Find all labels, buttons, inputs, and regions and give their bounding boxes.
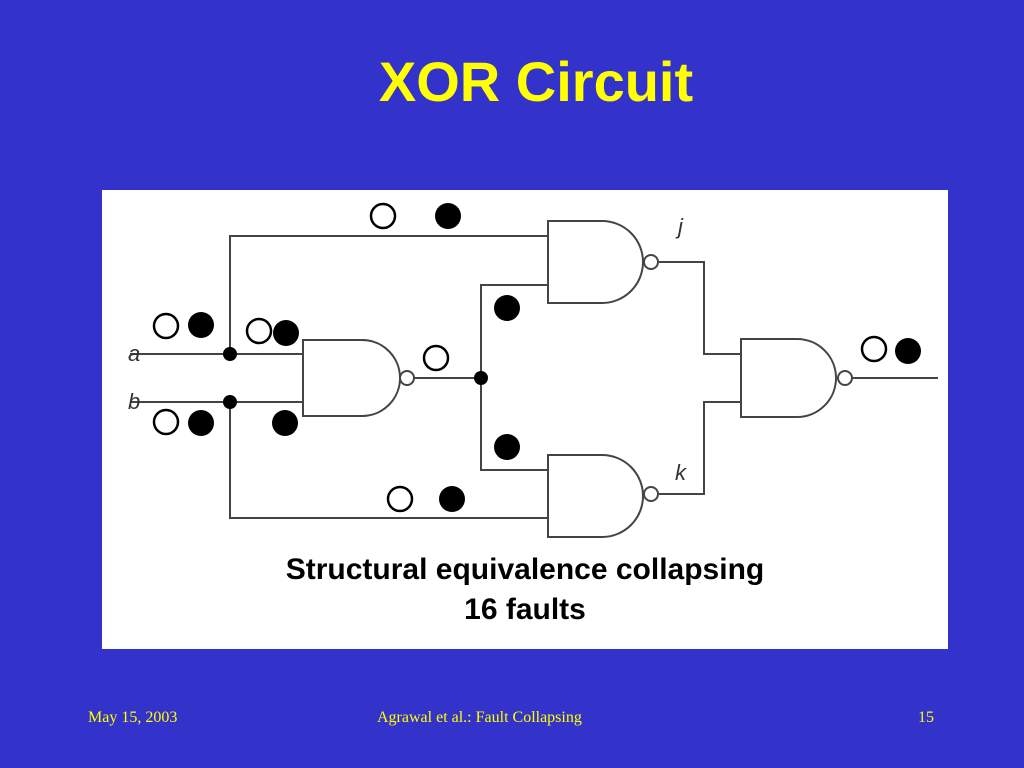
open-fault-markers	[152, 202, 888, 513]
fault-open-marker	[386, 485, 414, 513]
footer-date: May 15, 2003	[88, 709, 178, 726]
fault-open-marker	[152, 312, 180, 340]
fault-filled-marker	[494, 295, 520, 321]
nand-gate-middle	[302, 339, 401, 417]
input-label-a: a	[128, 341, 140, 366]
wire-b-branch	[229, 402, 547, 519]
wire-k	[658, 401, 740, 495]
nand-bubble-k	[643, 486, 659, 502]
nand-gate-j	[547, 220, 644, 304]
caption-line-1: Structural equivalence collapsing	[285, 553, 765, 586]
node-label-k: k	[675, 460, 687, 485]
fault-filled-marker	[439, 486, 465, 512]
node-label-j: j	[675, 214, 684, 239]
filled-fault-markers	[188, 203, 921, 512]
fault-filled-marker	[188, 312, 214, 338]
footer-page-number: 15	[918, 709, 934, 726]
fault-filled-marker	[188, 410, 214, 436]
fault-open-marker	[152, 408, 180, 436]
junction-a	[223, 347, 237, 361]
fault-open-marker	[369, 202, 397, 230]
nand-bubble-middle	[399, 370, 415, 386]
slide-title: XOR Circuit	[378, 50, 694, 113]
wire-j	[658, 261, 740, 355]
fault-filled-marker	[494, 434, 520, 460]
footer-author: Agrawal et al.: Fault Collapsing	[377, 709, 582, 726]
fault-open-marker	[860, 335, 888, 363]
caption-line-2: 16 faults	[464, 593, 586, 626]
fault-filled-marker	[273, 320, 299, 346]
input-label-b: b	[128, 389, 140, 414]
xor-circuit-diagram: a b j k	[128, 202, 938, 538]
wire-a-branch	[229, 235, 547, 354]
wire-mid-branch	[480, 284, 547, 378]
nand-bubble-j	[643, 254, 659, 270]
wires	[130, 235, 938, 519]
fault-filled-marker	[435, 203, 461, 229]
nand-gate-k	[547, 454, 644, 538]
fault-filled-marker	[272, 410, 298, 436]
junction-b	[223, 395, 237, 409]
fault-filled-marker	[895, 338, 921, 364]
nand-bubble-output	[837, 370, 853, 386]
wire-mid-branch-low	[480, 378, 547, 471]
fault-open-marker	[422, 344, 450, 372]
diagram-panel: a b j k Structural equivalence collapsin…	[102, 190, 948, 649]
fault-open-marker	[245, 317, 273, 345]
junction-mid	[474, 371, 488, 385]
nand-gate-output	[740, 338, 837, 418]
